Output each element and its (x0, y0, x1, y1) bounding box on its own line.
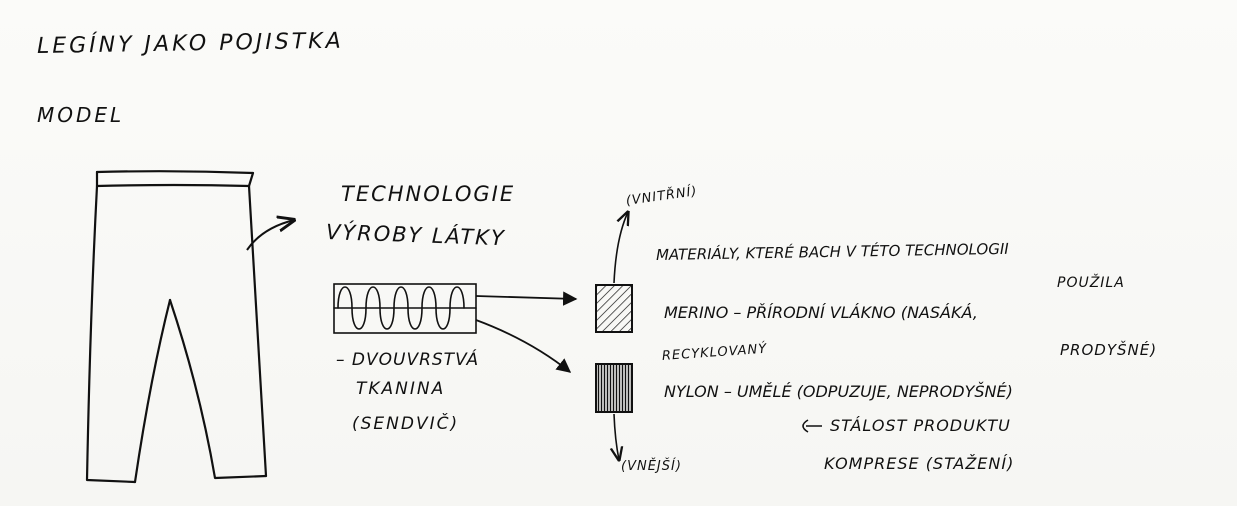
fabric-caption-line1: – DVOUVRSTVÁ (336, 352, 479, 369)
page-title: LEGÍNY JAKO POJISTKA (37, 31, 344, 58)
fabric-caption-line3: (SENDVIČ) (352, 416, 459, 433)
merino-arrow (476, 296, 576, 299)
materials-heading-line2: POUŽILA (1057, 276, 1125, 290)
nylon-note-line2: KOMPRESE (STAŽENÍ) (824, 456, 1014, 472)
fabric-swatch (334, 284, 476, 333)
merino-line: MERINO – PŘÍRODNÍ VLÁKNO (NASÁKÁ, (664, 305, 978, 321)
nylon-line: NYLON – UMĚLÉ (ODPUZUJE, NEPRODYŠNÉ) (664, 384, 1013, 400)
nylon-arrow (476, 320, 570, 372)
model-label: MODEL (37, 105, 124, 125)
merino-line2: PRODYŠNÉ) (1060, 343, 1157, 358)
merino-square (596, 285, 632, 332)
outer-layer-label: (VNĚJŠÍ) (621, 460, 682, 473)
fabric-caption-line2: TKANINA (356, 381, 445, 398)
leggings-to-technology-arrow (247, 220, 294, 250)
leggings-outline (87, 171, 266, 482)
nylon-square (596, 364, 632, 412)
nylon-note-line1: STÁLOST PRODUKTU (830, 418, 1011, 434)
note-arrow-icon (803, 420, 822, 432)
inner-layer-arrow (614, 212, 628, 283)
technology-heading-line1: TECHNOLOGIE (341, 184, 515, 205)
outer-layer-arrow (614, 414, 619, 460)
